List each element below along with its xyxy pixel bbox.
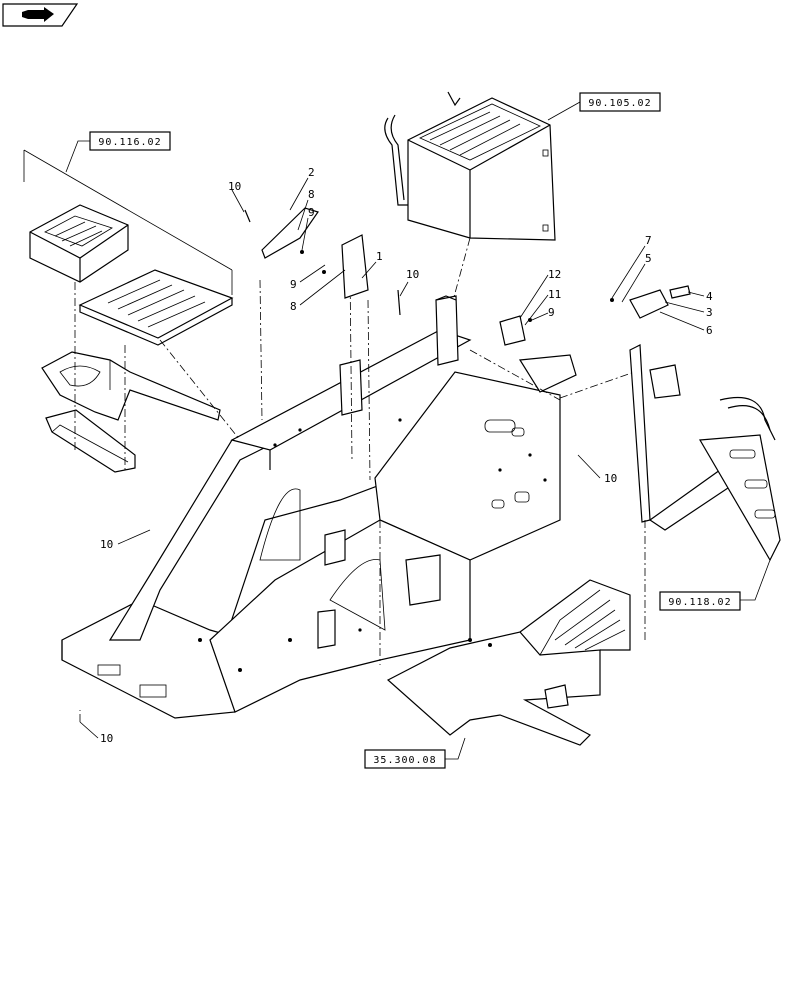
svg-text:10: 10	[228, 180, 241, 193]
svg-text:10: 10	[100, 538, 113, 551]
svg-text:8: 8	[308, 188, 315, 201]
ref-label: 35.300.08	[373, 755, 436, 766]
svg-text:3: 3	[706, 306, 713, 319]
callout-11: 11	[524, 288, 561, 326]
callout-5: 5	[621, 252, 652, 303]
floor-plate-part	[78, 269, 234, 346]
page-arrow-icon[interactable]	[2, 3, 79, 27]
callout-9b: 9	[290, 264, 326, 291]
ref-box-90-116-02[interactable]: 90.116.02	[89, 131, 171, 151]
ref-box-90-105-02[interactable]: 90.105.02	[579, 92, 661, 112]
ref-box-90-118-02[interactable]: 90.118.02	[659, 591, 741, 611]
callout-4: 4	[687, 290, 713, 303]
ref-label: 90.116.02	[98, 137, 161, 148]
callout-8b: 8	[290, 269, 346, 313]
ref-label: 90.105.02	[588, 98, 651, 109]
svg-text:9: 9	[290, 278, 297, 291]
callout-8a: 8	[297, 188, 315, 231]
cab-module-part	[384, 91, 556, 241]
svg-text:2: 2	[308, 166, 315, 179]
callout-1: 1	[361, 250, 383, 279]
ref-box-35-300-08[interactable]: 35.300.08	[364, 749, 446, 769]
step-assembly-part	[629, 344, 781, 562]
svg-text:1: 1	[376, 250, 383, 263]
svg-text:8: 8	[290, 300, 297, 313]
callout-10d: 10	[100, 529, 151, 551]
svg-text:5: 5	[645, 252, 652, 265]
hood-box-part	[29, 204, 129, 283]
callout-7: 7	[611, 234, 652, 299]
support-bracket-part	[41, 351, 221, 421]
svg-text:4: 4	[706, 290, 713, 303]
callout-12: 12	[519, 268, 561, 319]
fender-step-part	[386, 579, 631, 746]
latch-part	[629, 285, 691, 319]
callout-10b: 10	[399, 268, 419, 297]
svg-text:10: 10	[406, 268, 419, 281]
callout-9a: 9	[301, 206, 315, 251]
svg-text:6: 6	[706, 324, 713, 337]
ref-label: 90.118.02	[668, 597, 731, 608]
svg-text:7: 7	[645, 234, 652, 247]
svg-text:10: 10	[100, 732, 113, 745]
svg-text:11: 11	[548, 288, 561, 301]
callout-6: 6	[659, 311, 713, 337]
callout-9c: 9	[531, 306, 555, 321]
lower-channel-part	[45, 409, 136, 473]
callout-2: 2	[289, 166, 315, 211]
svg-text:9: 9	[308, 206, 315, 219]
svg-text:10: 10	[604, 472, 617, 485]
small-bracket-part	[244, 207, 614, 346]
svg-text:9: 9	[548, 306, 555, 319]
svg-text:12: 12	[548, 268, 561, 281]
callout-3: 3	[664, 301, 713, 319]
callout-10e: 10	[79, 721, 113, 745]
callout-10a: 10	[228, 180, 245, 213]
main-frame-part	[61, 295, 577, 719]
callout-10c: 10	[577, 454, 617, 485]
